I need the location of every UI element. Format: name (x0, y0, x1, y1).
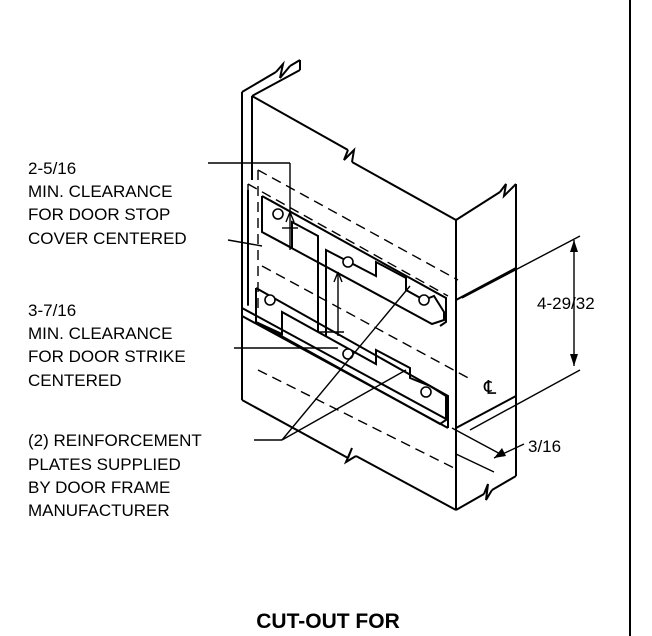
callout-strike-clearance: 3-7/16 MIN. CLEARANCE FOR DOOR STRIKE CE… (28, 301, 186, 390)
svg-text:CENTERED: CENTERED (28, 371, 122, 390)
upper-plate-hole-3 (418, 294, 430, 306)
clearance-dimensions (282, 211, 344, 336)
lower-plate-hole-1 (264, 294, 276, 306)
cutout-recess (247, 169, 459, 312)
thickness-dimension: 3/16 (451, 427, 561, 473)
svg-text:BY DOOR FRAME: BY DOOR FRAME (28, 478, 170, 497)
upper-reinforcement-plate (261, 195, 447, 346)
callout-reinforcement: (2) REINFORCEMENT PLATES SUPPLIED BY DOO… (28, 431, 202, 520)
centerline-symbol: ℄ (483, 378, 497, 399)
svg-text:MIN. CLEARANCE: MIN. CLEARANCE (28, 182, 173, 201)
upper-plate-hole-1 (272, 208, 284, 220)
svg-text:FOR DOOR STRIKE: FOR DOOR STRIKE (28, 347, 186, 366)
lower-plate-hole-2 (342, 348, 354, 360)
svg-text:2-5/16: 2-5/16 (28, 159, 76, 178)
callout-stop-clearance: 2-5/16 MIN. CLEARANCE FOR DOOR STOP COVE… (28, 159, 187, 248)
svg-text:3-7/16: 3-7/16 (28, 301, 76, 320)
svg-text:MANUFACTURER: MANUFACTURER (28, 501, 170, 520)
svg-text:(2) REINFORCEMENT: (2) REINFORCEMENT (28, 431, 202, 450)
dim-thickness-label: 3/16 (528, 437, 561, 456)
upper-plate-hole-2 (342, 256, 354, 268)
height-dimension: 4-29/32 (461, 235, 595, 431)
drawing-title: CUT-OUT FOR (256, 610, 399, 633)
dim-height-label: 4-29/32 (537, 294, 595, 313)
svg-text:PLATES SUPPLIED: PLATES SUPPLIED (28, 455, 181, 474)
svg-text:COVER CENTERED: COVER CENTERED (28, 229, 187, 248)
svg-text:MIN. CLEARANCE: MIN. CLEARANCE (28, 324, 173, 343)
leader-lines (208, 162, 411, 441)
svg-text:FOR DOOR STOP: FOR DOOR STOP (28, 205, 170, 224)
lower-plate-hole-3 (420, 386, 432, 398)
